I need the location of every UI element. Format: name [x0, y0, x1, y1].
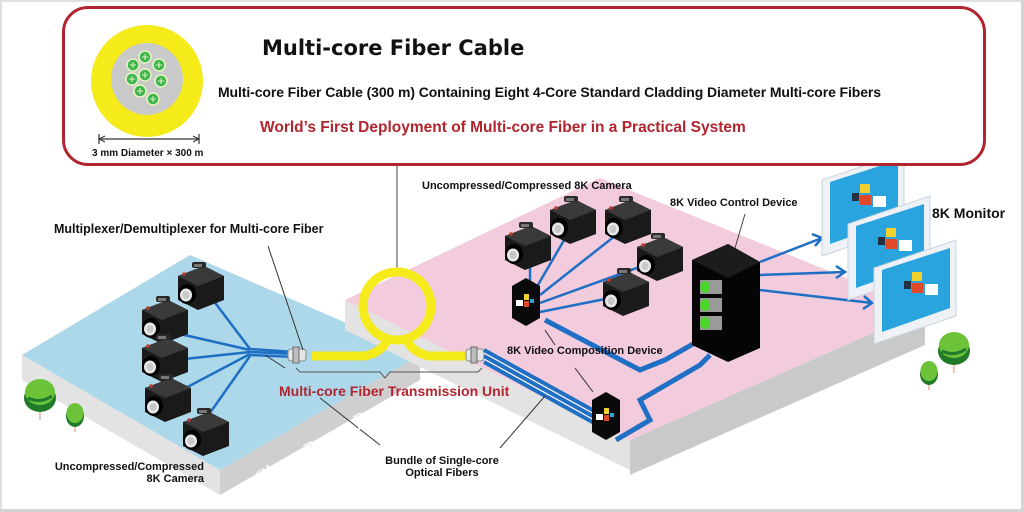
fiber-cores-3	[156, 62, 162, 68]
fiber-cores-5	[142, 72, 148, 78]
control-device-label: 8K Video Control Device	[670, 197, 798, 209]
video-control-server	[692, 244, 760, 362]
room-b-floor	[22, 255, 420, 470]
highlight-text: World’s First Deployment of Multi-core F…	[260, 119, 746, 136]
frame-border-bottom	[0, 509, 1024, 512]
tree-icon-small	[65, 402, 85, 433]
fiber-cores-7	[137, 88, 143, 94]
fiber-cores-1	[130, 62, 136, 68]
room-a-cameras-label: Uncompressed/Compressed 8K Camera	[422, 180, 632, 192]
cable-cross-section-icon	[91, 25, 203, 144]
frame-border-top	[0, 0, 1024, 2]
fiber-cores-4	[129, 76, 135, 82]
mux-demux-label: Multiplexer/Demultiplexer for Multi-core…	[54, 222, 324, 236]
single-core-bundle	[483, 348, 597, 426]
composition-device-1	[512, 278, 540, 326]
subtitle: Multi-core Fiber Cable (300 m) Containin…	[218, 84, 881, 100]
page-title: Multi-core Fiber Cable	[262, 36, 525, 60]
fiber-cores-6	[158, 78, 164, 84]
fiber-cores-2	[142, 54, 148, 60]
mux-demux-right	[465, 346, 485, 364]
tree-icon-right-small	[919, 360, 939, 391]
tree-icon-right	[936, 330, 972, 375]
tree-icon	[22, 377, 58, 422]
frame-border-right	[1021, 0, 1024, 512]
room-b-cameras-label-line1: Uncompressed/Compressed	[54, 461, 204, 473]
composition-device-label: 8K Video Composition Device	[507, 345, 663, 357]
room-a-side-left	[345, 300, 630, 470]
bundle-label-line2: Optical Fibers	[405, 467, 479, 479]
composer-control-cables	[543, 317, 712, 443]
monitor-arrows	[759, 232, 875, 311]
room-b-cameras-label: Uncompressed/Compressed 8K Camera	[40, 461, 204, 485]
multi-core-fiber-loop	[312, 267, 470, 361]
header-panel	[62, 6, 986, 166]
cable-dimension-label: 3 mm Diameter × 300 m	[92, 148, 204, 159]
room-a-side-front	[630, 310, 925, 475]
frame-border-left	[0, 0, 2, 512]
composition-device-2	[592, 392, 620, 440]
bundle-label: Bundle of Single-core Optical Fibers	[372, 455, 512, 479]
monitor-label: 8K Monitor	[932, 205, 1006, 221]
transmission-unit-label: Multi-core Fiber Transmission Unit	[279, 383, 510, 399]
bundle-label-line1: Bundle of Single-core	[385, 455, 499, 467]
room-b-cameras-label-line2: 8K Camera	[146, 473, 204, 485]
fiber-cores-8	[150, 96, 156, 102]
